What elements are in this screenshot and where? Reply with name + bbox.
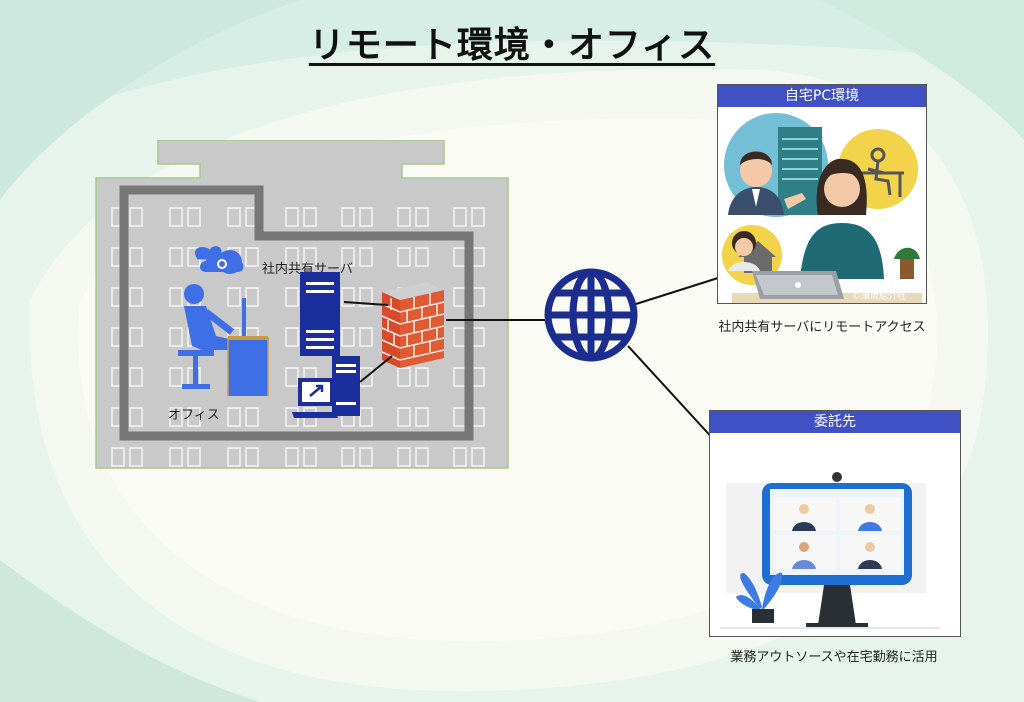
globe-internet-icon bbox=[544, 268, 638, 362]
home-pc-panel-header: 自宅PC環境 bbox=[718, 85, 926, 107]
office-label: オフィス bbox=[168, 408, 220, 423]
firewall-icon bbox=[381, 282, 445, 368]
office-worker-icon bbox=[178, 246, 269, 396]
home-pc-panel: 自宅PC環境 ©環境紹介社 bbox=[717, 84, 927, 304]
contractor-panel-header: 委託先 bbox=[710, 411, 960, 433]
contractor-panel: 委託先 bbox=[709, 410, 961, 637]
video-conference-illustration bbox=[710, 433, 960, 636]
server-icon bbox=[300, 272, 340, 356]
cloud-idea-icon bbox=[200, 251, 244, 272]
page-title: リモート環境・オフィス bbox=[308, 25, 716, 66]
home-work-illustration bbox=[718, 107, 926, 303]
contractor-caption: 業務アウトソースや在宅勤務に活用 bbox=[730, 650, 938, 665]
desktop-computer-icon bbox=[292, 356, 360, 418]
home-pc-watermark: ©環境紹介社 bbox=[852, 292, 907, 302]
home-pc-caption: 社内共有サーバにリモートアクセス bbox=[718, 320, 926, 335]
